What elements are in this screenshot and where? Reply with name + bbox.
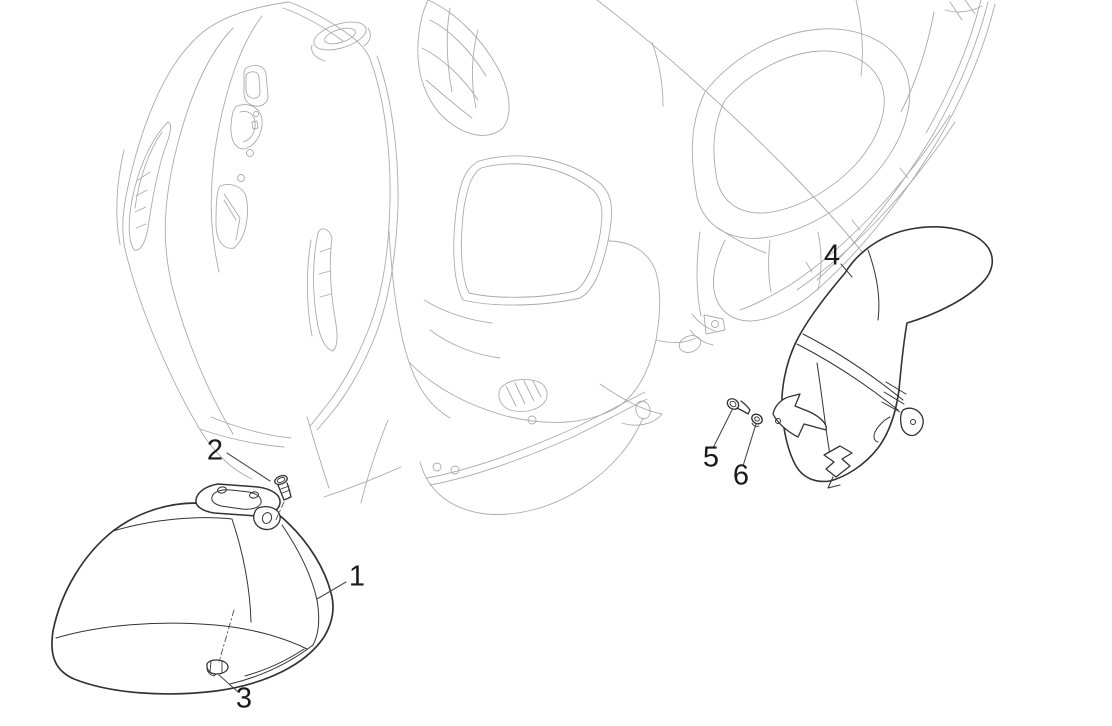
callout-4: 4 [823, 239, 841, 272]
callout-1: 1 [348, 560, 366, 593]
leader-1 [316, 581, 347, 600]
leader-6 [742, 423, 757, 467]
leader-2 [226, 452, 271, 482]
leader-5 [712, 409, 733, 449]
leader-3 [218, 674, 238, 692]
leader-4 [840, 263, 853, 278]
shield-left-vent [116, 121, 172, 251]
callout-2: 2 [206, 434, 224, 467]
shield-centre-details [215, 64, 269, 249]
callout-5: 5 [702, 441, 720, 474]
saddle-front-panel [417, 0, 510, 136]
floorboard-frame [306, 230, 726, 515]
shield-right-vent [306, 228, 338, 352]
callout-3: 3 [235, 682, 253, 715]
assembly-axis-screw-2 [274, 501, 285, 523]
scooter-body-wireframe [116, 0, 996, 515]
part-screw-2 [274, 474, 292, 501]
steering-column-opening [311, 21, 371, 62]
frame-bay [453, 155, 613, 306]
part-rear-mudguard-flap [772, 226, 994, 489]
front-shield-outline [122, 1, 399, 480]
leader-lines [218, 263, 853, 692]
rear-body-cowl [596, 0, 996, 322]
assembly-axis-clip-3 [218, 609, 235, 663]
part-clip-nut-3 [206, 659, 229, 677]
part-washer-6 [751, 413, 763, 427]
part-front-mudguard [51, 483, 334, 695]
callout-6: 6 [732, 459, 750, 492]
part-screw-5 [726, 398, 751, 415]
